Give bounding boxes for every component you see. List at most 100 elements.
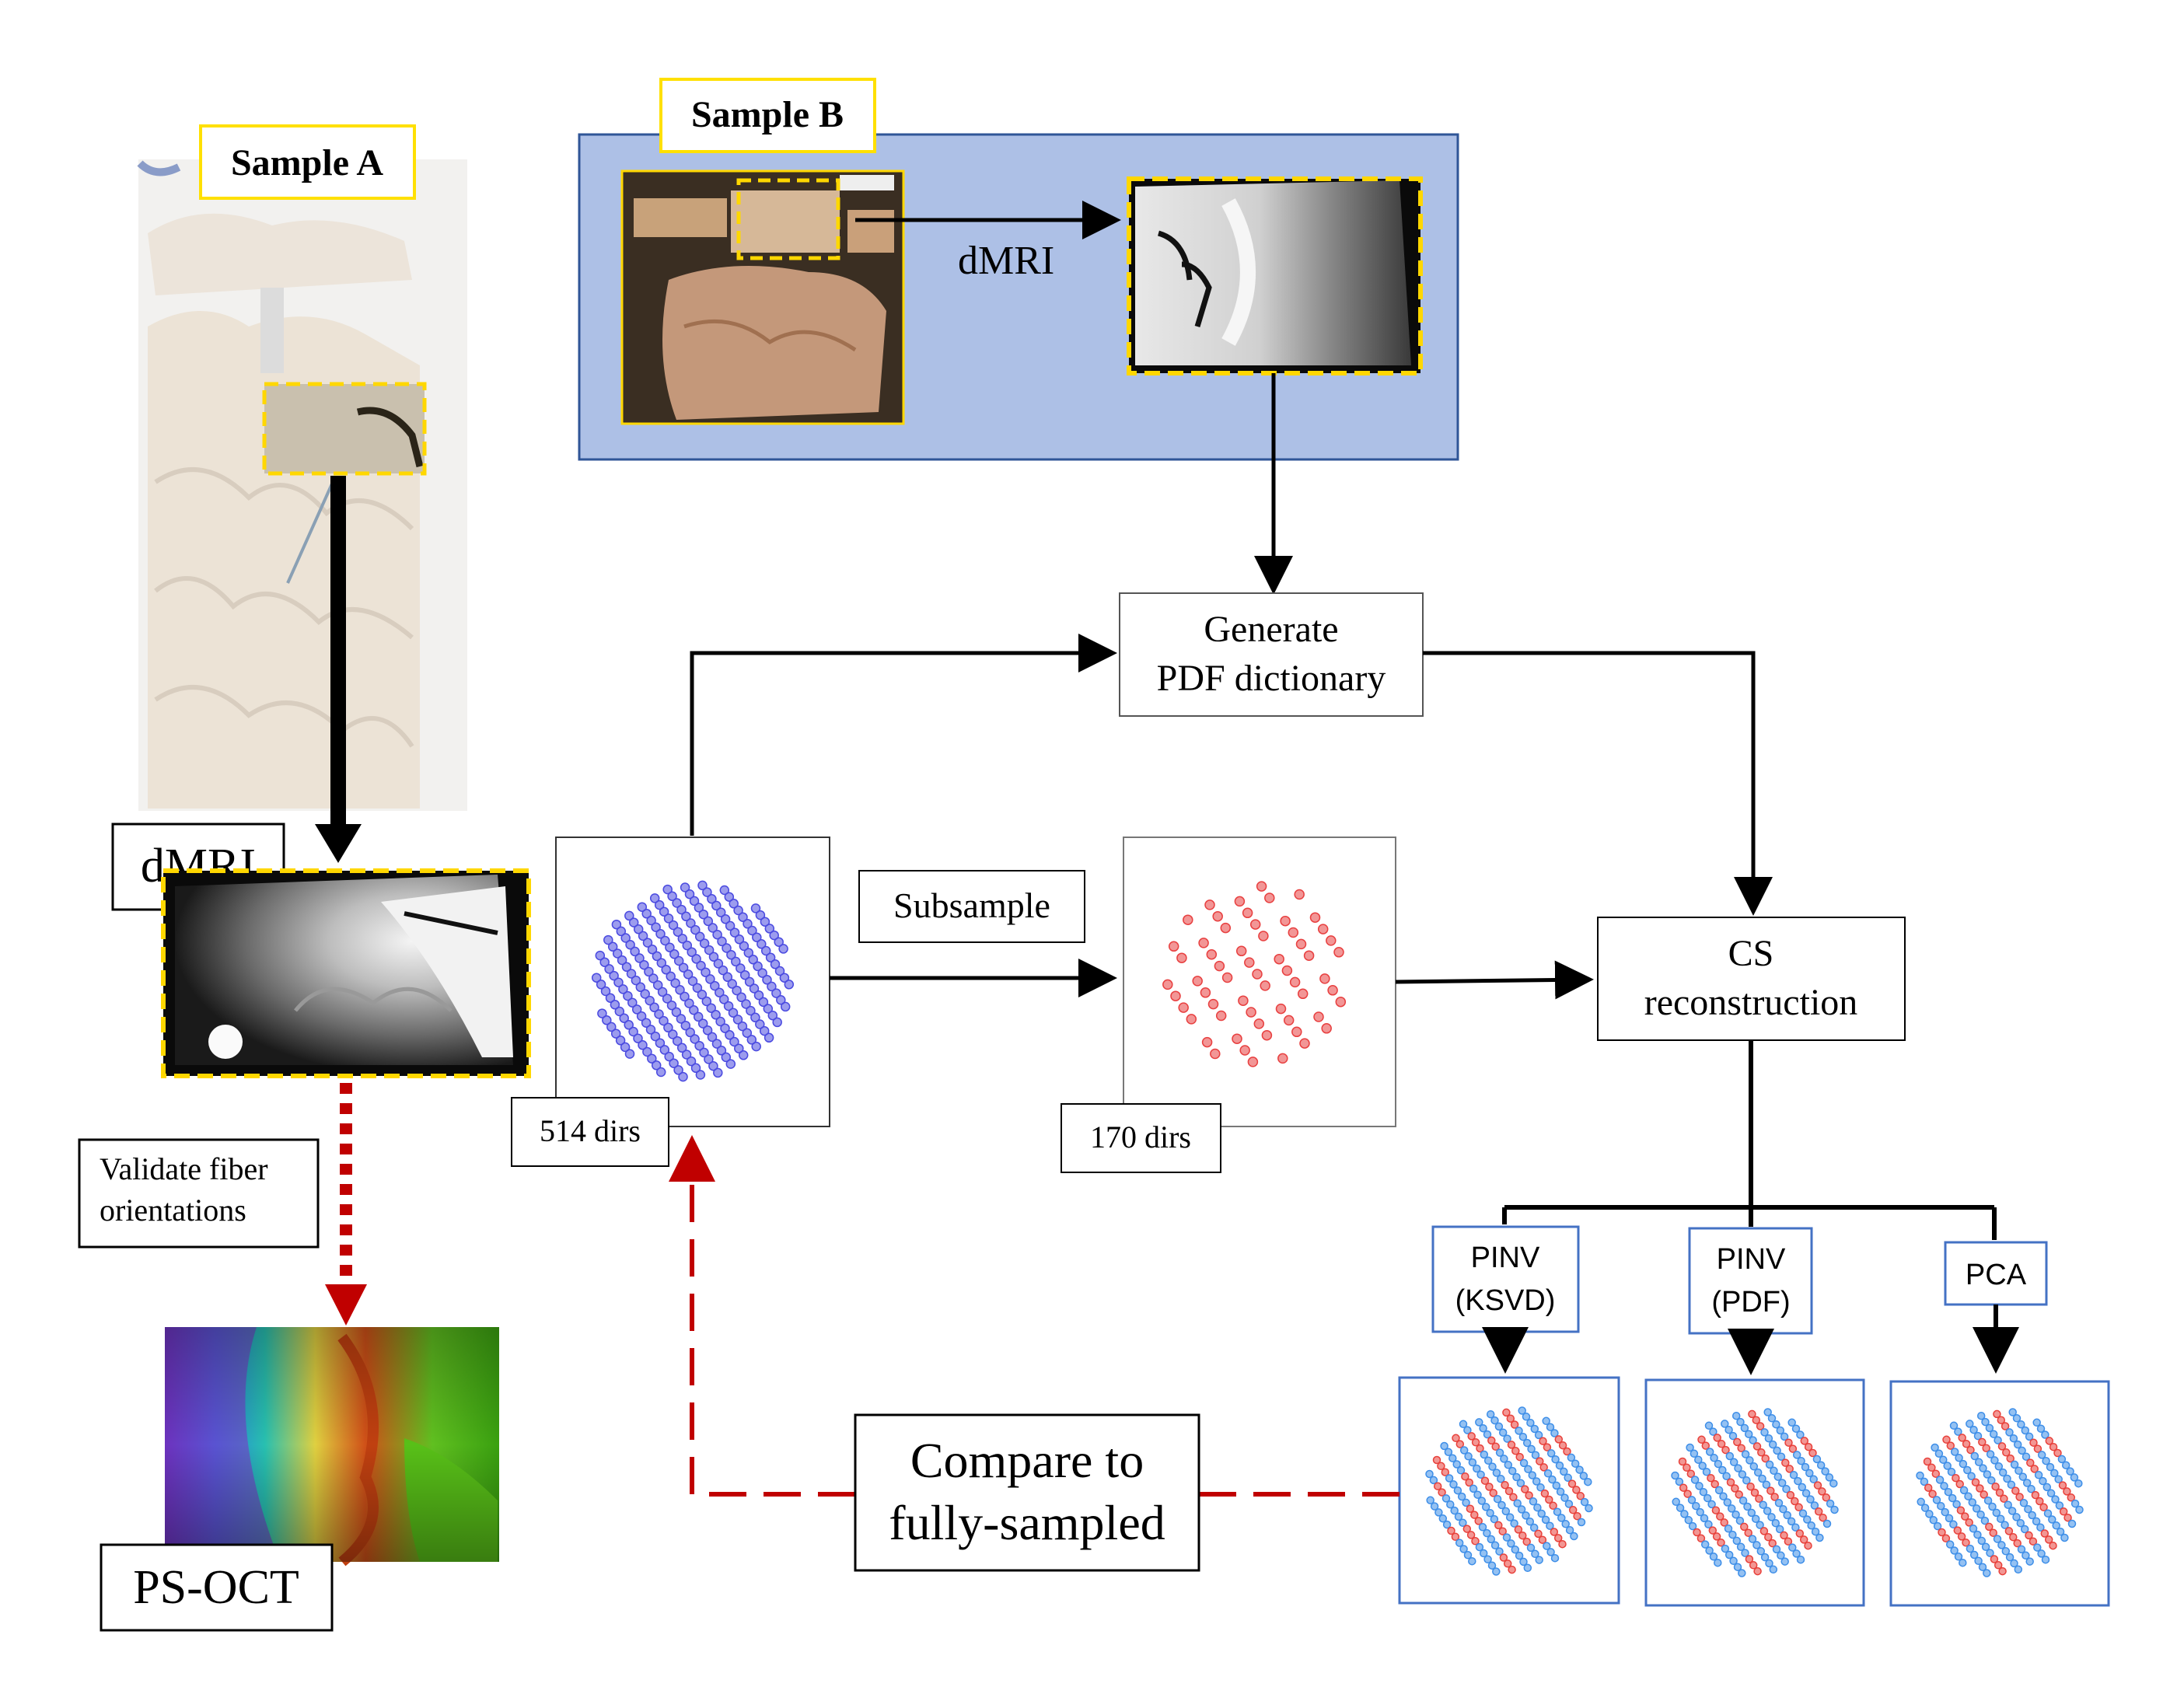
sampling-point (1710, 1479, 1719, 1489)
generate-to-cs-arrow (1423, 651, 1773, 916)
sampling-point (1794, 1476, 1802, 1486)
sampling-point (1294, 889, 1305, 900)
sampling-point (1517, 1505, 1526, 1514)
sampling-point (1721, 1544, 1730, 1553)
sampling-point (702, 1025, 713, 1036)
sampling-point (697, 990, 708, 1000)
sampling-point (2029, 1438, 2038, 1447)
sampling-point (1497, 1500, 1506, 1510)
sampling-point (1480, 1450, 1489, 1459)
sampling-point (1303, 950, 1315, 961)
sampling-point (2054, 1475, 2063, 1484)
sampling-point (613, 977, 624, 987)
sampling-point (1477, 1497, 1487, 1505)
sampling-point (1501, 1480, 1509, 1490)
sampling-point (750, 1012, 760, 1023)
sampling-point (1274, 953, 1284, 965)
sampling-point (638, 1040, 648, 1050)
sampling-point (1513, 1499, 1522, 1507)
sampling-point (1461, 1472, 1469, 1481)
sampling-point (1986, 1549, 1994, 1557)
sampling-point (641, 909, 652, 919)
sampling-point (1459, 1420, 1468, 1429)
sampling-point (1929, 1516, 1938, 1525)
sampling-point (724, 892, 735, 902)
sampling-point (647, 1053, 657, 1064)
sampling-point (1212, 910, 1223, 922)
sampling-point (1734, 1464, 1742, 1472)
sampling-point (2013, 1440, 2022, 1449)
sampling-point (1162, 979, 1173, 990)
generate-pdf-line2: PDF dictionary (1157, 658, 1386, 699)
sampling-point (1551, 1455, 1560, 1464)
sampling-point (1971, 1478, 1980, 1486)
sampling-point (1481, 1503, 1490, 1511)
validate-label-box: Validate fiber orientations (78, 1138, 320, 1249)
sampling-point (685, 1027, 695, 1038)
sampling-point (1934, 1449, 1944, 1458)
validate-label-line2: orientations (100, 1193, 246, 1228)
sampling-point (684, 889, 695, 899)
sampling-point (2022, 1452, 2031, 1461)
sampling-point (1953, 1526, 1962, 1535)
sampling-point (1453, 1486, 1462, 1495)
sampling-point (634, 953, 645, 963)
sampling-point (708, 1060, 718, 1071)
sampling-point (767, 981, 777, 992)
sampling-point (1438, 1514, 1448, 1523)
sampling-point (1446, 1500, 1455, 1509)
sampling-point (609, 970, 619, 981)
sampling-point (677, 934, 688, 944)
sampling-point (1703, 1493, 1712, 1503)
sampling-point (771, 988, 781, 998)
sampling-point (1485, 1483, 1494, 1491)
sampling-point (1498, 1527, 1507, 1535)
sampling-point (1781, 1458, 1790, 1467)
sampling-point (681, 911, 691, 922)
sampling-point (1467, 1432, 1476, 1441)
sampling-point (1518, 1432, 1528, 1441)
sampling-point (2022, 1479, 2032, 1487)
sampling-point (1726, 1478, 1735, 1486)
sampling-point (678, 1071, 688, 1082)
sampling-point (1746, 1482, 1755, 1491)
sampling-point (1198, 938, 1209, 948)
left-dmri-image (161, 868, 531, 1078)
sampling-point (743, 948, 754, 958)
sampling-point (1469, 1484, 1478, 1493)
sampling-point (1560, 1467, 1568, 1476)
sampling-point (715, 907, 726, 917)
sampling-point (720, 914, 731, 924)
sampling-point (1765, 1460, 1774, 1469)
sampling-point (625, 939, 635, 950)
sampling-point (1950, 1546, 1959, 1555)
sampling-point (2005, 1553, 2015, 1562)
sampling-point (774, 937, 784, 947)
sampling-point (1464, 1452, 1473, 1461)
sample-a-label-box: Sample A (199, 124, 416, 200)
sampling-point (1317, 924, 1329, 934)
sampling-point (1737, 1444, 1745, 1453)
sampling-point (1993, 1535, 2002, 1543)
sampling-point (2036, 1424, 2046, 1433)
sampling-point (628, 917, 639, 927)
sampling-point (731, 956, 741, 967)
sampling-point (1564, 1473, 1572, 1483)
sampling-point (1789, 1471, 1798, 1479)
sampling-point (691, 954, 701, 964)
sampling-point (1299, 1038, 1310, 1049)
sampling-point (1787, 1418, 1796, 1427)
sampling-point (747, 925, 757, 936)
sampling-point (1672, 1497, 1680, 1507)
sampling-point (2058, 1481, 2067, 1490)
sampling-point (1967, 1472, 1976, 1481)
sampling-point (1264, 892, 1275, 903)
sampling-point (757, 939, 767, 949)
sampling-point (720, 1023, 730, 1033)
sampling-point (1985, 1522, 1994, 1532)
sampling-point (1780, 1432, 1789, 1441)
sampling-point (1983, 1496, 1993, 1505)
sampling-point (666, 971, 676, 982)
sampling-point (1565, 1525, 1574, 1535)
sampling-point (1479, 1423, 1487, 1433)
